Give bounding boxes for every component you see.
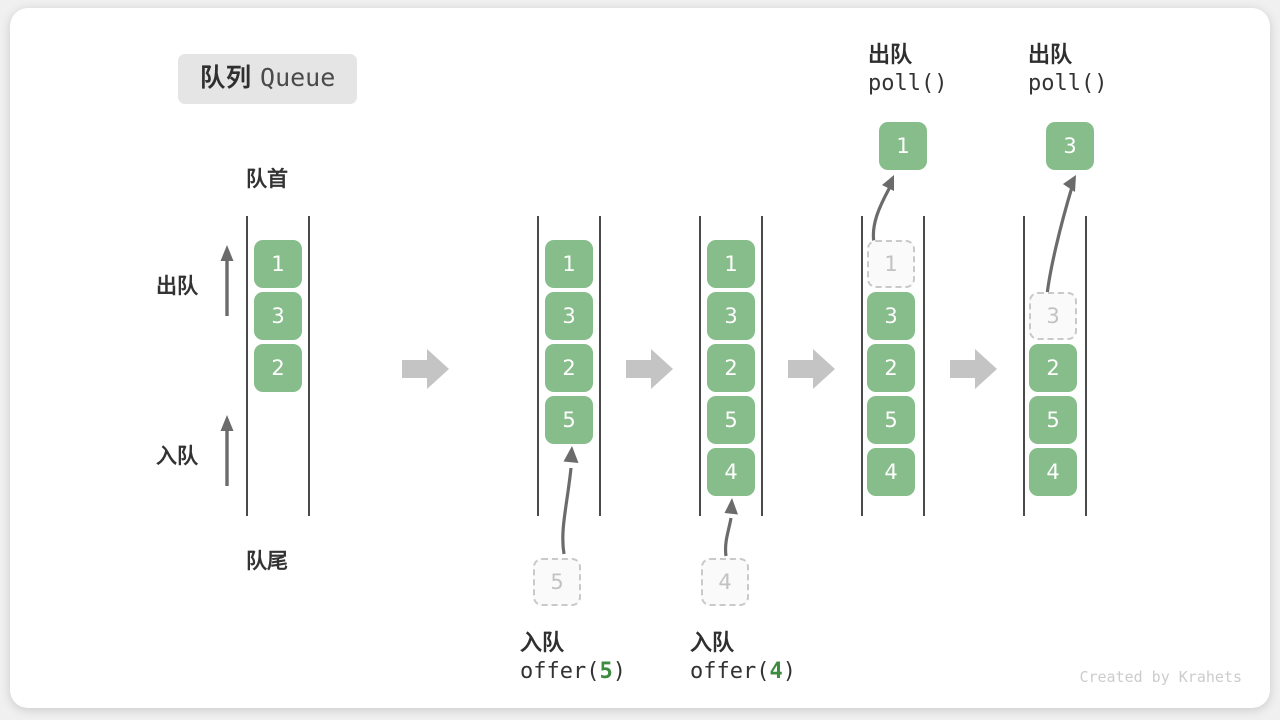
enqueue-arrow-icon [220,415,234,486]
queue-element: 2 [707,344,755,392]
queue-element: 4 [867,448,915,496]
popped-element: 1 [879,122,927,170]
offer-4-caption-code: offer(4) [690,657,796,686]
queue-element: 3 [254,292,302,340]
popped-element: 3 [1046,122,1094,170]
queue-element: 2 [1029,344,1077,392]
queue-element: 2 [867,344,915,392]
queue-element: 5 [867,396,915,444]
dequeue-arrow-icon [220,245,234,316]
queue-rail-right-2 [599,216,601,516]
queue-element: 5 [1029,396,1077,444]
queue-tail-label: 队尾 [246,550,288,573]
queue-element: 2 [254,344,302,392]
queue-element: 3 [707,292,755,340]
enqueue-path-arrow-icon [561,446,579,555]
queue-element-removed: 1 [867,240,915,288]
step-arrow-icon [788,349,835,389]
offer-prefix: offer( [520,659,600,685]
offer-5-caption: 入队 offer(5) [520,628,626,686]
enqueue-path-arrow-icon [723,498,738,557]
queue-element: 5 [707,396,755,444]
queue-rail-right-4 [923,216,925,516]
offer-arg: 5 [599,659,613,685]
queue-element-removed: 3 [1029,292,1077,340]
queue-rail-left-3 [699,216,701,516]
step-arrow-icon [402,349,449,389]
queue-element-new: 4 [707,448,755,496]
offer-suffix: ) [782,659,796,685]
dequeue-side-label: 出队 [156,275,198,298]
title-en: Queue [260,63,336,92]
queue-element: 4 [1029,448,1077,496]
queue-rail-right-5 [1085,216,1087,516]
poll-3-caption-cn: 出队 [1028,42,1073,67]
queue-head-label: 队首 [246,168,288,191]
step-arrow-icon [626,349,673,389]
queue-element: 2 [545,344,593,392]
queue-rail-left-2 [537,216,539,516]
poll-1-caption-code: poll() [868,71,948,97]
poll-path-arrow-icon [1045,175,1076,296]
queue-element: 1 [254,240,302,288]
offer-4-caption: 入队 offer(4) [690,628,796,686]
poll-1-caption: 出队 poll() [868,40,947,98]
queue-element: 3 [545,292,593,340]
queue-element: 1 [707,240,755,288]
footer-credit: Created by Krahets [1079,668,1242,686]
queue-rail-right-1 [308,216,310,516]
queue-element: 1 [545,240,593,288]
poll-1-caption-cn: 出队 [868,42,913,67]
incoming-element-ghost: 5 [533,558,581,606]
offer-suffix: ) [612,659,626,685]
queue-element-new: 5 [545,396,593,444]
offer-prefix: offer( [690,659,770,685]
offer-4-caption-cn: 入队 [690,630,735,655]
enqueue-side-label: 入队 [156,445,198,468]
poll-path-arrow-icon [871,175,894,244]
incoming-element-ghost: 4 [701,558,749,606]
offer-arg: 4 [769,659,783,685]
poll-3-caption-code: poll() [1028,71,1108,97]
poll-3-caption: 出队 poll() [1028,40,1107,98]
step-arrow-icon [950,349,997,389]
offer-5-caption-code: offer(5) [520,657,626,686]
offer-5-caption-cn: 入队 [520,630,565,655]
queue-rail-left-4 [861,216,863,516]
queue-element: 3 [867,292,915,340]
title-cn: 队列 [200,64,253,92]
queue-rail-left-1 [246,216,248,516]
queue-rail-right-3 [761,216,763,516]
queue-rail-left-5 [1023,216,1025,516]
